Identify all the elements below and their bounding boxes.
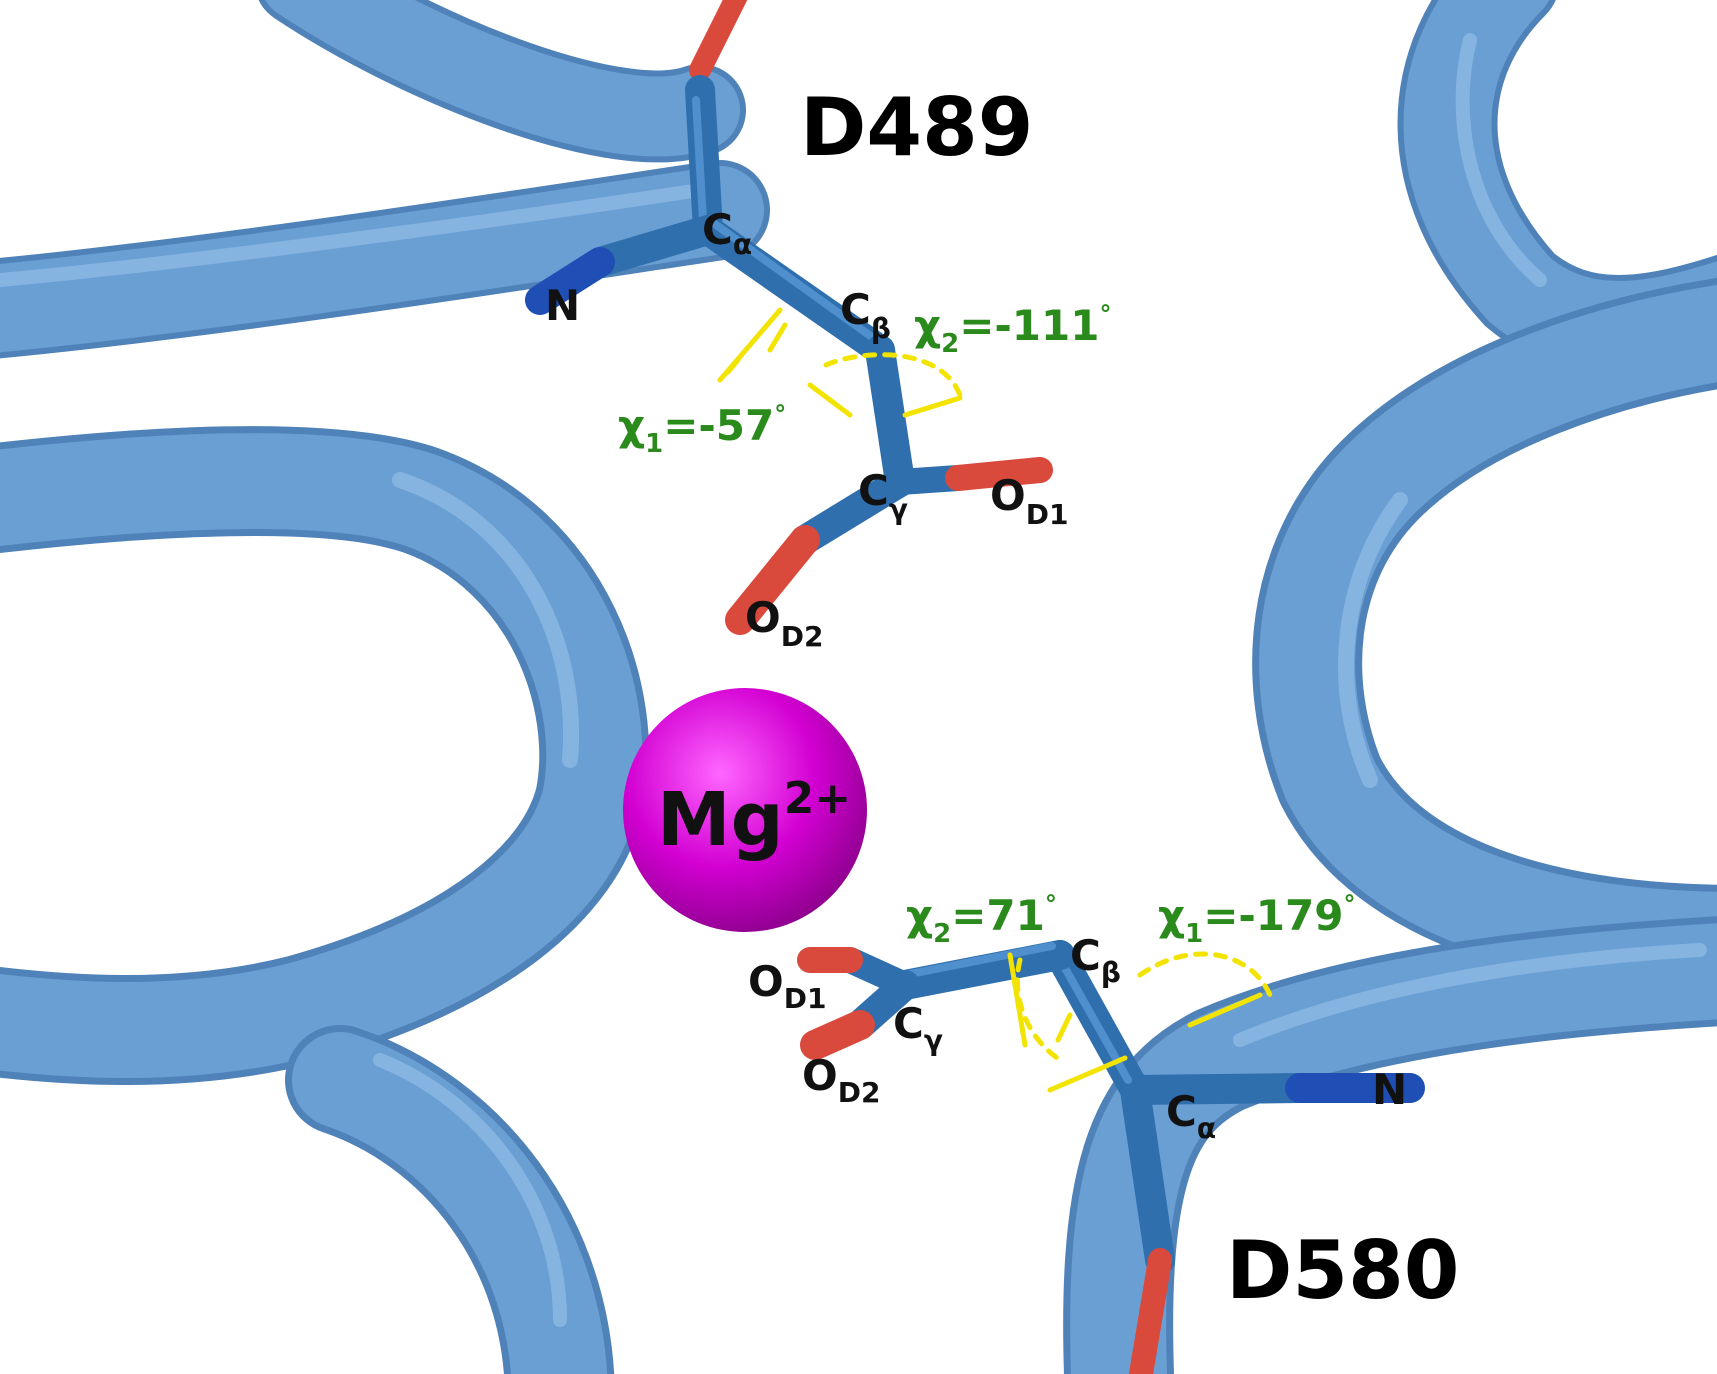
- atom-label-od2-top: OD2: [745, 593, 823, 653]
- atom-label-od2-bottom: OD2: [802, 1051, 880, 1109]
- chi1-label-top: χ1=-57°: [618, 400, 786, 459]
- magnesium-charge: 2+: [784, 773, 851, 824]
- magnesium-ion: Mg2+: [623, 688, 867, 932]
- dihedral-markers-bottom: [1007, 951, 1273, 1093]
- atom-label-od1-bottom: OD1: [748, 957, 826, 1015]
- residue-d489-sticks: [525, 0, 1053, 635]
- atom-label-n-top: N: [545, 281, 580, 330]
- atom-label-ca-bottom: Cα: [1166, 1087, 1216, 1145]
- atom-labels-top: N Cα Cβ Cγ OD1 OD2: [545, 205, 1068, 653]
- magnesium-symbol: Mg: [657, 777, 784, 863]
- atom-labels-bottom: N Cα Cβ Cγ OD1 OD2: [748, 931, 1407, 1145]
- residue-d580-sticks: [797, 940, 1425, 1374]
- angle-labels: χ1=-57° χ2=-111° χ2=71° χ1=-179°: [618, 300, 1355, 949]
- atom-label-cb-bottom: Cβ: [1070, 931, 1121, 989]
- chi2-label-top: χ2=-111°: [914, 300, 1111, 359]
- residue-label-top: D489: [800, 81, 1033, 174]
- magnesium-label: Mg2+: [657, 773, 851, 863]
- atom-label-od1-top: OD1: [990, 471, 1068, 531]
- atom-label-ca-top: Cα: [702, 205, 752, 261]
- atom-label-cb-top: Cβ: [840, 285, 891, 345]
- atom-label-n-bottom: N: [1372, 1065, 1407, 1114]
- helix-left: [0, 0, 770, 1374]
- chi2-label-bottom: χ2=71°: [906, 890, 1057, 949]
- helix-right: [1063, 0, 1717, 1374]
- magnesium-sphere: [623, 688, 867, 932]
- chi1-label-bottom: χ1=-179°: [1158, 890, 1355, 949]
- atom-label-cg-bottom: Cγ: [893, 999, 943, 1057]
- dihedral-markers-top: [717, 307, 963, 418]
- residue-label-bottom: D580: [1226, 1224, 1459, 1317]
- atom-label-cg-top: Cγ: [858, 466, 908, 526]
